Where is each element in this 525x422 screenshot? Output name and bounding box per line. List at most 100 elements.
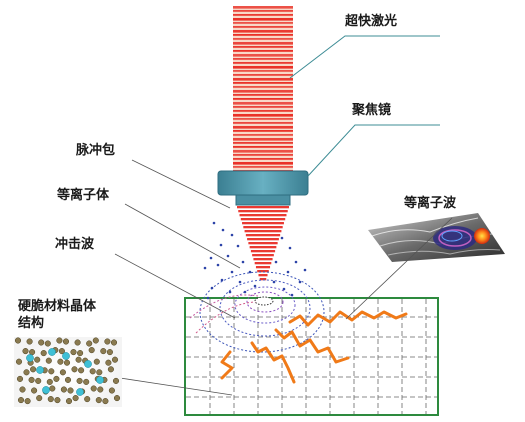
beam-stripe bbox=[233, 146, 293, 148]
focal-spot bbox=[254, 296, 274, 306]
pulse-stripe bbox=[244, 230, 282, 233]
crystal-atom-cyan bbox=[36, 366, 44, 374]
plasma-dot bbox=[220, 278, 224, 282]
leader-lines bbox=[289, 35, 440, 177]
crystal-atom-cyan bbox=[26, 354, 34, 362]
crystal-atom bbox=[15, 358, 23, 365]
beam-stripe bbox=[233, 90, 293, 93]
crystal-atom bbox=[83, 378, 90, 385]
crystal-atom bbox=[58, 348, 65, 355]
beam-stripe bbox=[233, 158, 293, 160]
plasma-dot bbox=[288, 246, 292, 250]
crystal-atom bbox=[22, 348, 29, 355]
plasma-dot bbox=[228, 290, 232, 294]
beam-stripe bbox=[233, 110, 293, 112]
crystal-atom bbox=[96, 369, 103, 376]
pulse-stripe bbox=[253, 258, 273, 261]
pulse-stripe bbox=[248, 242, 278, 245]
crystal-atom bbox=[17, 397, 25, 404]
plasma-dot bbox=[221, 228, 225, 232]
crystal-atom bbox=[65, 398, 73, 405]
pulse-stripe bbox=[245, 234, 281, 237]
label-shock-wave: 冲击波 bbox=[55, 237, 95, 252]
crystal-atom bbox=[110, 339, 118, 346]
crystal-atom-cyan bbox=[76, 388, 84, 396]
pulse-stripe bbox=[239, 214, 287, 217]
beam-stripe bbox=[233, 114, 293, 117]
crystal-atom bbox=[47, 396, 54, 403]
crystal-atom bbox=[19, 386, 26, 393]
pulse-stripe bbox=[247, 238, 279, 241]
crystal-atom bbox=[86, 340, 93, 347]
crystal-atom bbox=[113, 395, 121, 402]
plasma-dot bbox=[248, 270, 252, 274]
label-plasma-wave: 等离子波 bbox=[404, 196, 457, 211]
crystal-atom bbox=[70, 349, 77, 356]
plasma-dot bbox=[294, 260, 298, 264]
shock-wave-arcs bbox=[189, 271, 325, 353]
beam-stripe bbox=[233, 78, 293, 81]
crystal-atom bbox=[48, 368, 55, 375]
crystal-atom bbox=[72, 395, 79, 402]
crystal-atom bbox=[71, 366, 78, 373]
beam-stripe bbox=[233, 70, 293, 72]
beam-stripe bbox=[233, 18, 293, 21]
crystal-atom bbox=[105, 359, 112, 366]
plasma-dot bbox=[236, 244, 240, 248]
beam-stripe bbox=[233, 34, 293, 36]
crystal-atom bbox=[56, 337, 63, 344]
beam-stripe bbox=[233, 30, 293, 33]
plasma-dot bbox=[226, 254, 230, 258]
beam-stripe bbox=[233, 154, 293, 156]
crystal-atom bbox=[84, 396, 91, 403]
crystal-atom-cyan bbox=[48, 348, 56, 356]
crack-lines bbox=[220, 310, 408, 384]
crystal-atom bbox=[34, 356, 41, 363]
plasma-dot bbox=[206, 296, 210, 300]
plasma-dot bbox=[253, 284, 257, 288]
beam-stripe bbox=[233, 42, 293, 45]
plasma-dot bbox=[212, 221, 216, 225]
crystal-atom bbox=[60, 386, 67, 393]
beam-stripe bbox=[233, 22, 293, 24]
plasma-dot bbox=[303, 268, 307, 272]
beam-stripe bbox=[233, 166, 293, 168]
crystal-structure-inset bbox=[14, 337, 122, 407]
beam-stripe bbox=[233, 38, 293, 40]
plasma-particles bbox=[203, 221, 307, 300]
crystal-atom bbox=[24, 398, 31, 405]
crystal-atom bbox=[16, 375, 24, 382]
crystal-atom bbox=[49, 385, 56, 392]
crystal-atom-cyan bbox=[62, 352, 70, 360]
beam-stripe bbox=[233, 126, 293, 129]
crystal-atom bbox=[104, 338, 111, 345]
pulse-stripe bbox=[250, 250, 276, 253]
crystal-atom bbox=[95, 397, 102, 404]
beam-stripe bbox=[233, 6, 293, 9]
crystal-atom-cyan bbox=[84, 360, 92, 368]
beam-stripe bbox=[233, 58, 293, 60]
pulse-stripe bbox=[259, 278, 267, 281]
pulse-stripe bbox=[238, 210, 288, 213]
beam-stripe bbox=[233, 162, 293, 165]
pulse-stripe bbox=[243, 226, 283, 229]
crystal-atom bbox=[23, 369, 30, 376]
beam-stripe bbox=[233, 54, 293, 57]
beam-stripe bbox=[233, 150, 293, 153]
crystal-atom-cyan bbox=[96, 376, 104, 384]
beam-stripe bbox=[233, 74, 293, 76]
beam-stripe bbox=[233, 118, 293, 120]
pulse-stripe bbox=[242, 222, 284, 225]
crystal-atom bbox=[45, 357, 52, 364]
crystal-atom bbox=[74, 339, 81, 346]
label-focusing-lens: 聚焦镜 bbox=[352, 103, 392, 118]
beam-stripe bbox=[233, 14, 293, 16]
plasma-dot bbox=[209, 256, 213, 260]
pulse-stripe bbox=[257, 270, 269, 273]
label-plasma: 等离子体 bbox=[57, 188, 110, 203]
beam-background bbox=[233, 6, 293, 172]
pulse-stripe bbox=[258, 274, 268, 277]
plasma-dot bbox=[241, 260, 245, 264]
plasma-dot bbox=[272, 280, 276, 284]
